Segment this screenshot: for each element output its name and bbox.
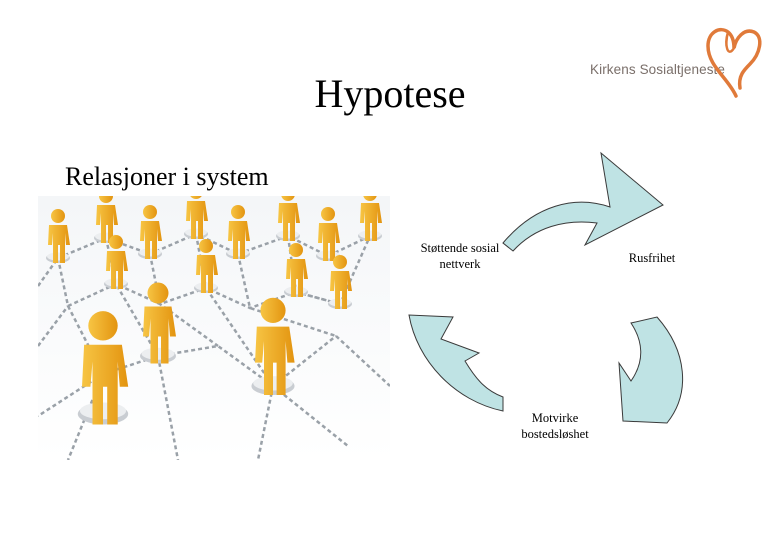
organization-logo: Kirkens Sosialtjeneste <box>590 18 770 108</box>
arrow-left-icon <box>408 314 504 412</box>
cycle-label-homelessness: Motvirke bostedsløshet <box>521 411 589 442</box>
slide-subtitle: Relasjoner i system <box>65 162 269 191</box>
heart-icon <box>706 27 762 98</box>
arrow-bottom-right-icon <box>618 316 684 424</box>
people-network-image <box>38 196 390 460</box>
arrow-top-right-icon <box>502 151 664 252</box>
cycle-diagram <box>408 151 684 424</box>
cycle-label-sobriety: Rusfrihet <box>628 251 676 265</box>
logo-text: Kirkens Sosialtjeneste <box>590 62 726 77</box>
slide-title: Hypotese <box>314 71 466 116</box>
cycle-label-support: Støttende sosial nettverk <box>420 241 500 272</box>
